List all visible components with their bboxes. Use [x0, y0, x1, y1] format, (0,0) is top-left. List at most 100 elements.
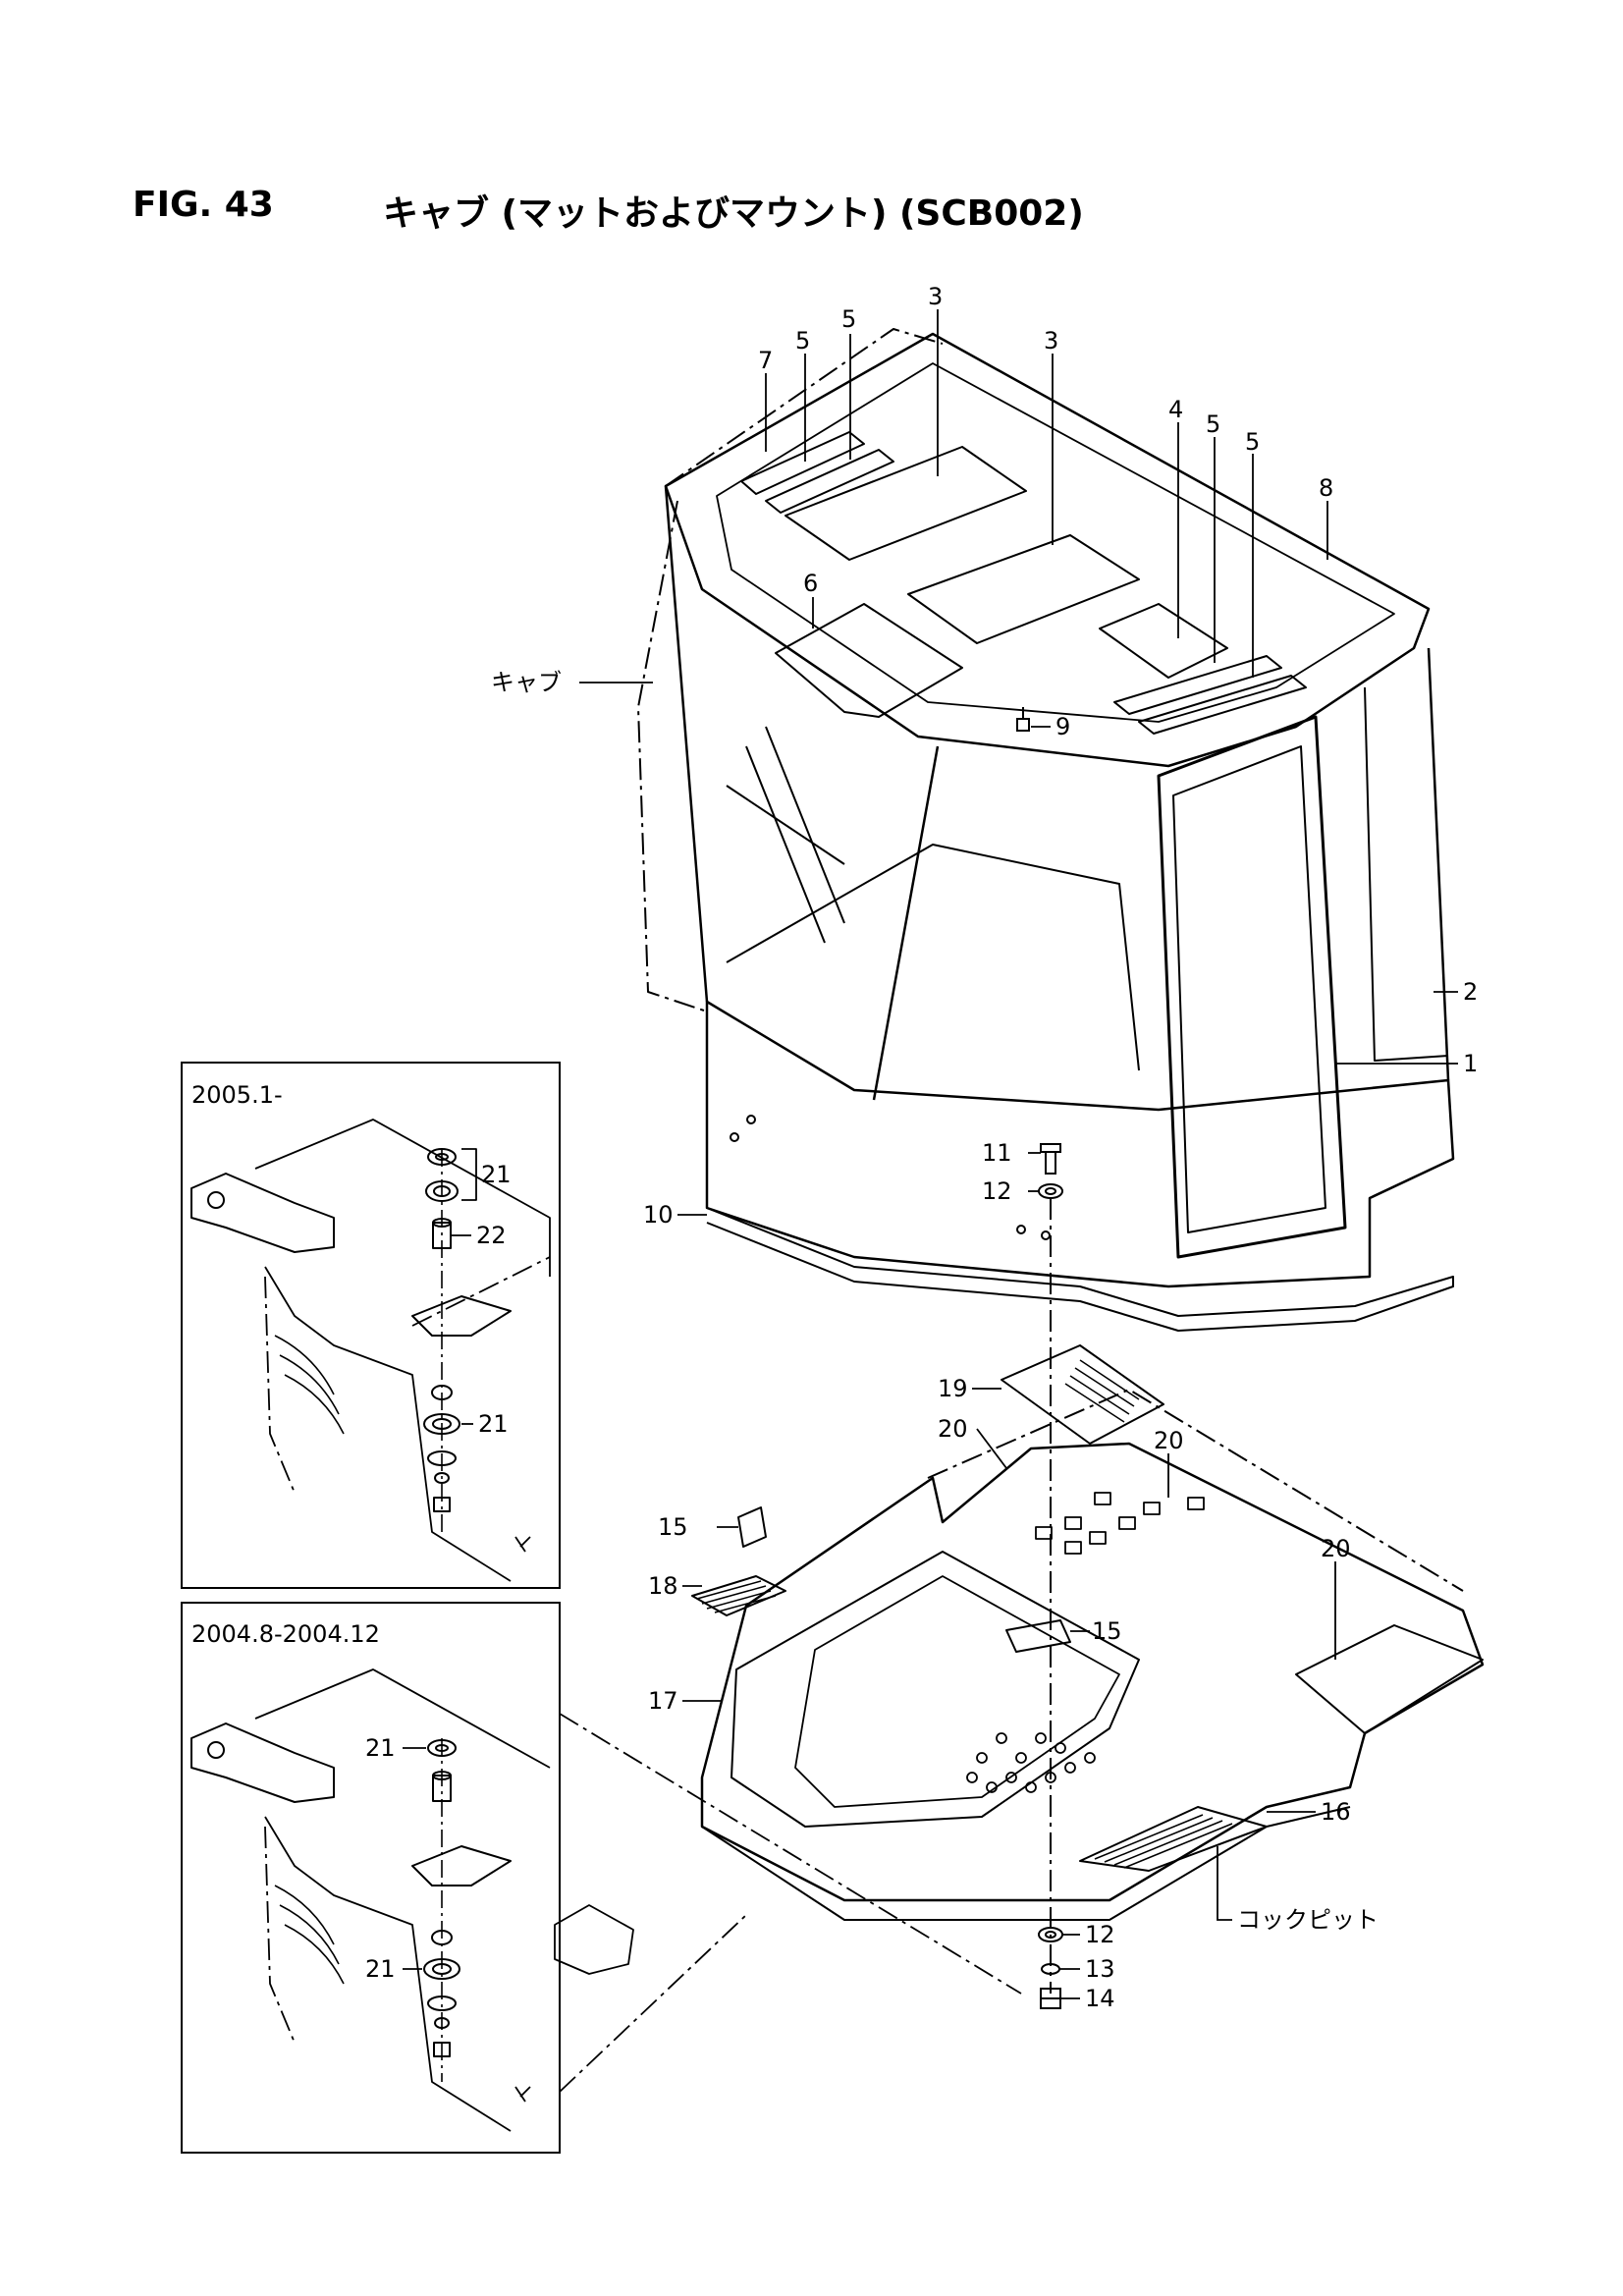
plate-15a — [737, 1506, 767, 1548]
callout-17: 17 — [648, 1687, 678, 1715]
figure-title: キャブ (マットおよびマウント) (SCB002) — [383, 193, 1084, 234]
cockpit-label: コックピット — [1237, 1906, 1379, 1934]
inset-2005-frame — [181, 1062, 561, 1589]
callout-5d: 5 — [1245, 428, 1260, 456]
inset-2004-bracket — [190, 1722, 335, 1803]
bolt-9-icon — [1016, 707, 1030, 732]
cockpit-assembly — [691, 1344, 1485, 1921]
callout-15b: 15 — [1092, 1617, 1122, 1645]
inset-2004-callout-21b: 21 — [365, 1955, 396, 1983]
cab-label: キャブ — [491, 669, 562, 696]
mat-19-hatching — [1064, 1359, 1140, 1423]
callout-18: 18 — [648, 1572, 678, 1600]
roof-panel-3b — [907, 534, 1140, 644]
cab-roof-inner — [716, 362, 1395, 723]
cab-body-lower — [705, 1000, 1455, 1288]
callout-13: 13 — [1085, 1955, 1115, 1983]
cab-side-window — [1157, 715, 1347, 1259]
bolt-11-icon — [1040, 1143, 1061, 1175]
roof-plate-6 — [775, 603, 963, 718]
deck-square-pads — [1035, 1492, 1205, 1555]
roof-strip-5d — [1138, 675, 1307, 735]
mat-18 — [691, 1575, 786, 1616]
inset-phantom-links — [559, 1713, 1022, 2093]
callout-7: 7 — [758, 347, 773, 374]
callout-11: 11 — [982, 1139, 1012, 1167]
cab-front-pillar-right — [872, 745, 940, 1101]
roof-strip-5c — [1113, 655, 1282, 715]
cockpit-deck — [700, 1442, 1485, 1902]
washer-12-icon — [1038, 1183, 1063, 1199]
cockpit-phantom — [927, 1389, 1464, 1592]
callout-6: 6 — [803, 570, 818, 597]
inset-2004: 2004.8-2004.12 21 21 — [181, 1602, 634, 2154]
cockpit-hardware — [1038, 1927, 1063, 2009]
floor-mat-17 — [730, 1551, 1140, 1828]
callout-4: 4 — [1168, 396, 1183, 423]
cab-base — [706, 1207, 1454, 1332]
leader-lines — [579, 309, 1458, 1999]
callout-9: 9 — [1055, 713, 1070, 740]
cab-hatch-1 — [745, 745, 826, 944]
callout-19: 19 — [938, 1375, 968, 1402]
inset-2005-bracket — [190, 1173, 335, 1253]
inset-2005: 2005.1- 21 — [181, 1062, 561, 1589]
cab-roof-phantom — [665, 328, 944, 487]
callout-5c: 5 — [1206, 410, 1220, 438]
cab-rear-edge — [1427, 647, 1450, 1081]
cab-hole-3 — [1016, 1225, 1026, 1234]
roof-panel-4 — [1099, 603, 1228, 679]
cab-side-window-inner — [1172, 745, 1326, 1233]
inset-2004-callout-21a: 21 — [365, 1734, 396, 1762]
cab-hardware — [1016, 707, 1063, 1994]
callout-1: 1 — [1463, 1050, 1478, 1077]
mat-16-hatching — [1094, 1814, 1233, 1869]
roof-strip-5a — [740, 431, 865, 495]
cab-roof — [664, 332, 1431, 768]
cab-floor-line — [726, 844, 1140, 1071]
inset-2004-frame — [181, 1602, 561, 2154]
cab-hole-4 — [1041, 1230, 1051, 1240]
figure-number: FIG. 43 — [133, 185, 274, 225]
inset-2004-side-panel — [554, 1904, 634, 1975]
cockpit-deck-edge — [701, 1806, 1351, 1921]
inset-2005-label: 2005.1- — [191, 1081, 283, 1109]
callout-3b: 3 — [1044, 327, 1058, 355]
pad-20c — [1295, 1624, 1484, 1734]
cab-hatch-2 — [765, 726, 845, 924]
cab-front-pillar-left — [664, 485, 709, 1003]
inset-2005-callout-21a: 21 — [481, 1161, 512, 1188]
cab-left-phantom — [637, 500, 708, 1012]
inset-2005-callout-22: 22 — [476, 1222, 507, 1249]
callout-5b: 5 — [841, 305, 856, 333]
callout-10: 10 — [643, 1201, 674, 1229]
inset-2004-label: 2004.8-2004.12 — [191, 1620, 380, 1648]
cab-hole-1 — [730, 1132, 739, 1142]
cab-rear-inner — [1364, 686, 1449, 1062]
callout-16: 16 — [1321, 1798, 1351, 1826]
callout-14: 14 — [1085, 1985, 1115, 2012]
cab-assembly — [637, 328, 1455, 1332]
callout-15a: 15 — [658, 1513, 688, 1541]
callout-20b: 20 — [1154, 1427, 1184, 1454]
deck-holes — [966, 1732, 1096, 1793]
roof-panel-3a — [784, 446, 1027, 561]
callout-8: 8 — [1319, 474, 1333, 502]
callout-2: 2 — [1463, 978, 1478, 1006]
mat-18-hatching — [696, 1580, 777, 1613]
callout-3a: 3 — [928, 283, 943, 310]
callout-5a: 5 — [795, 327, 810, 355]
roof-strip-5b — [765, 449, 894, 514]
callout-labels: 3 3 5 5 7 4 5 5 8 6 9 キャブ 2 1 10 11 12 1… — [491, 283, 1478, 2012]
callout-12b: 12 — [1085, 1921, 1115, 1948]
cab-hole-2 — [746, 1115, 756, 1124]
callout-20a: 20 — [938, 1415, 968, 1443]
callout-12a: 12 — [982, 1177, 1012, 1205]
cab-hatch-3 — [726, 785, 845, 865]
floor-mat-17-inner — [794, 1575, 1120, 1808]
callout-20c: 20 — [1321, 1535, 1351, 1562]
plate-15b — [1005, 1619, 1071, 1653]
mat-19 — [1001, 1344, 1164, 1445]
inset-2005-callout-21b: 21 — [478, 1410, 509, 1438]
